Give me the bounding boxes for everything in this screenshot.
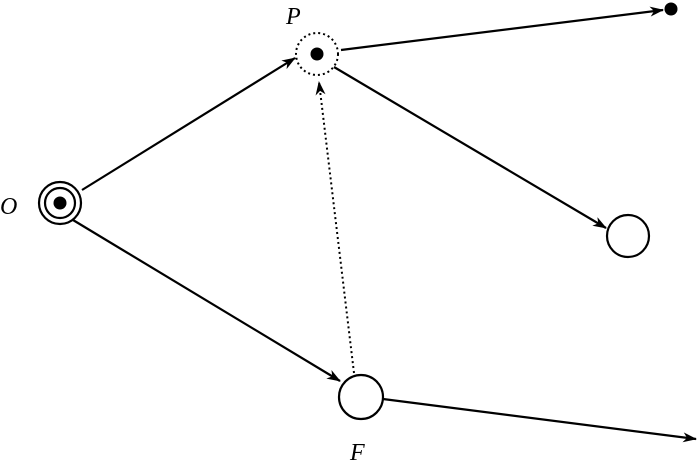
edge-o-to-p [81,57,296,191]
node-o-label: O [0,194,17,220]
node-p [295,32,339,76]
node-f [337,373,385,421]
node-f-label: F [349,440,365,464]
edge-f-to-p-dotted [315,81,355,374]
node-r [605,213,651,259]
node-terminal-dot [664,2,678,16]
edge-p-to-terminal [340,6,664,52]
node-o [37,180,83,226]
node-p-label: P [285,4,301,30]
edge-p-to-r [333,66,607,229]
edge-o-to-f [72,219,341,382]
edge-f-to-offscreen [382,397,697,443]
